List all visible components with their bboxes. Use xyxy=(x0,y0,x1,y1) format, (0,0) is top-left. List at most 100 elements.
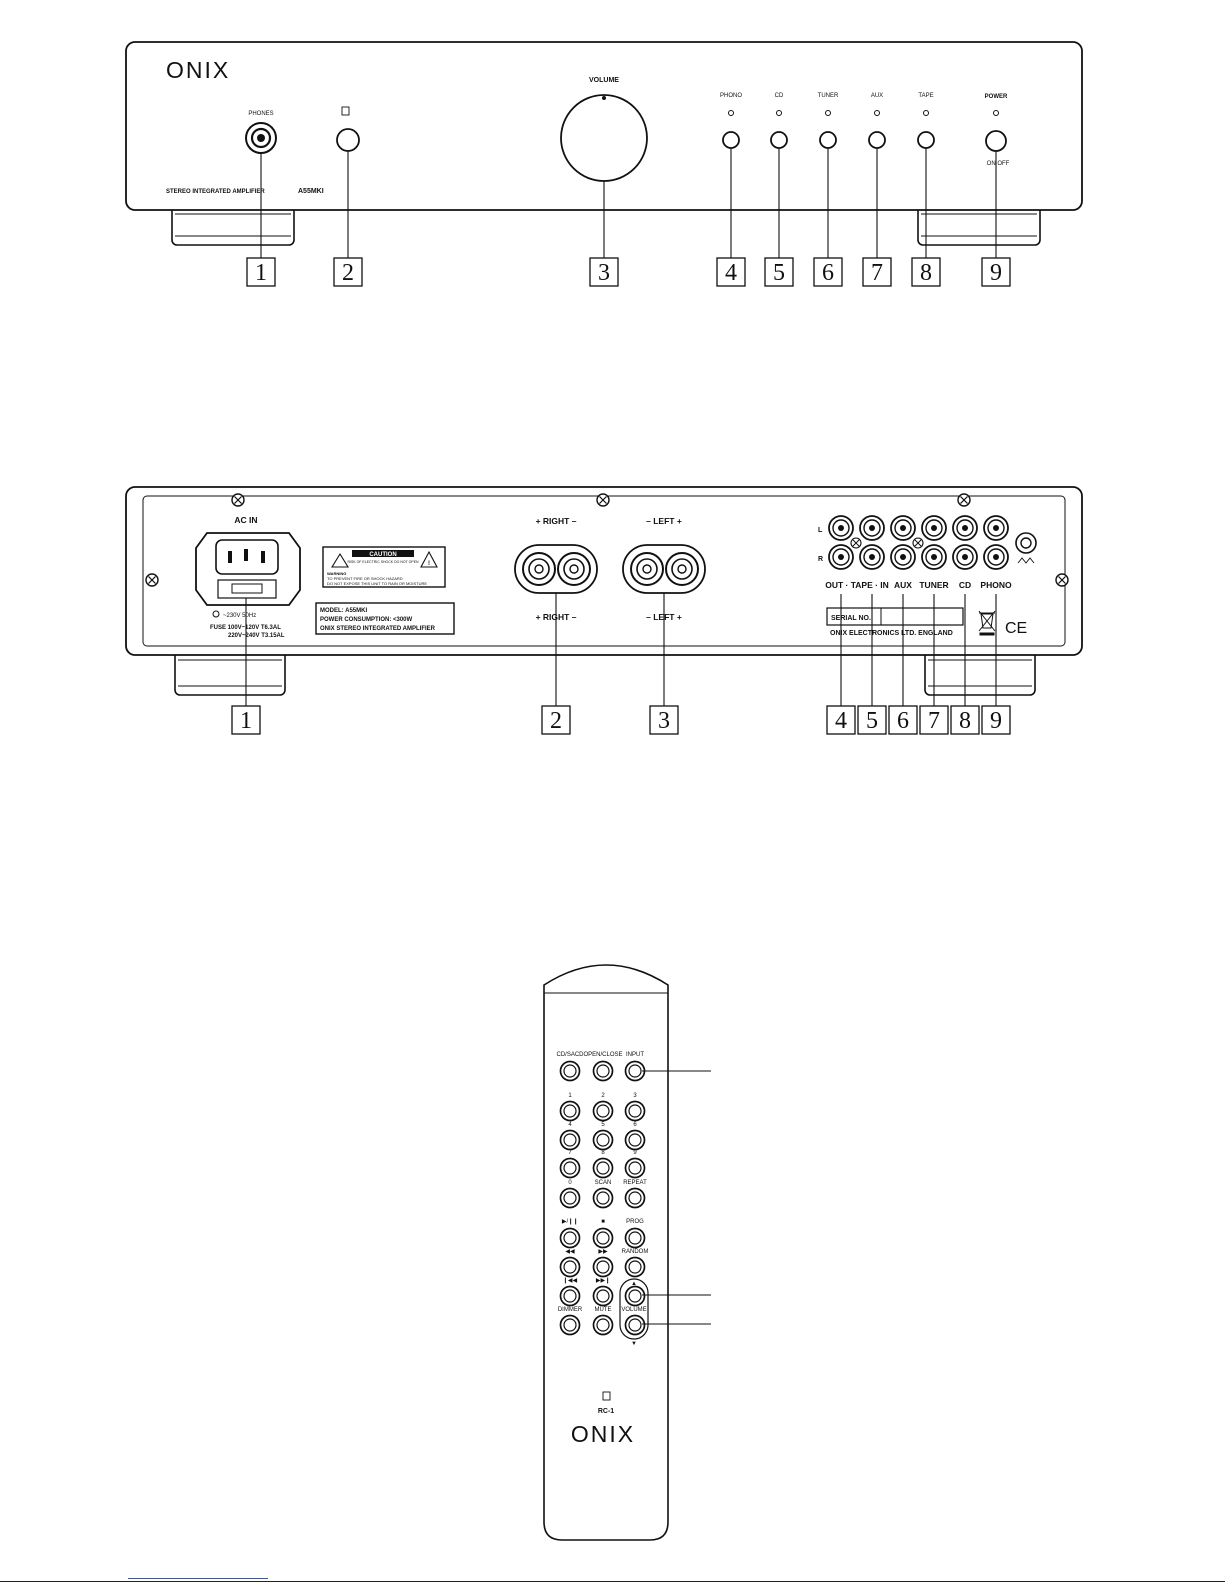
ir-sensor-icon xyxy=(341,106,350,116)
input-led-1 xyxy=(776,110,782,116)
front-callout-1: 1 xyxy=(246,257,276,287)
remote-button-0: CD/SACD xyxy=(556,1052,584,1082)
rear-callout-1: 1 xyxy=(231,705,261,735)
rca-jack-grid xyxy=(828,515,1009,570)
front-callout-3-number: 3 xyxy=(598,260,610,286)
remote-button-label: RANDOM xyxy=(622,1249,649,1255)
input-button-3 xyxy=(868,131,886,149)
lightning-warning-icon xyxy=(331,552,349,568)
serial-box xyxy=(826,607,964,626)
power-state-label: ON OFF xyxy=(987,161,1010,167)
remote-button-21: ❙◀◀ xyxy=(559,1277,581,1307)
remote-button-label: 2 xyxy=(601,1093,605,1099)
warning-line-1: TO PREVENT FIRE OR SHOCK HAZARD xyxy=(327,576,403,581)
input-button-0 xyxy=(722,131,740,149)
remote-button-12: 0 xyxy=(559,1180,581,1209)
remote-button-4: 2 xyxy=(592,1093,614,1122)
maker-line: ONIX ELECTRONICS LTD. ENGLAND xyxy=(830,630,953,637)
rear-input-label-0: OUT · TAPE · IN xyxy=(825,580,889,590)
remote-button-label: 4 xyxy=(568,1122,572,1128)
remote-button-label: REPEAT xyxy=(623,1180,647,1186)
remote-button-label: ▶/❙❙ xyxy=(562,1218,578,1225)
rear-callout-2-number: 2 xyxy=(550,708,562,734)
volume-label: VOLUME xyxy=(589,77,619,84)
input-button-2 xyxy=(819,131,837,149)
remote-button-6: 4 xyxy=(559,1122,581,1151)
page-bottom-rule xyxy=(0,1581,1225,1582)
remote-volume-label: VOLUME xyxy=(621,1307,646,1313)
rear-callout-5: 5 xyxy=(857,705,887,735)
rear-callout-9-number: 9 xyxy=(990,708,1002,734)
voltage-label: ~230V 50Hz xyxy=(223,613,256,619)
rating-product: ONIX STEREO INTEGRATED AMPLIFIER xyxy=(320,626,436,632)
rear-callout-7-number: 7 xyxy=(928,708,940,734)
remote-button-label: 3 xyxy=(633,1093,637,1099)
remote-button-label: DIMMER xyxy=(558,1307,583,1313)
input-led-2 xyxy=(825,110,831,116)
caution-sub: RISK OF ELECTRIC SHOCK DO NOT OPEN xyxy=(347,560,419,564)
remote-button-label: 0 xyxy=(568,1180,572,1186)
front-callout-9-number: 9 xyxy=(990,260,1002,286)
front-callout-3: 3 xyxy=(589,257,619,287)
phones-label: PHONES xyxy=(248,111,273,117)
remote-button-label: CD/SACD xyxy=(556,1052,584,1058)
remote-button-26 xyxy=(624,1314,646,1336)
front-leader-lines xyxy=(260,148,997,258)
rear-callout-4: 4 xyxy=(826,705,856,735)
front-callout-2-number: 2 xyxy=(342,260,354,286)
fuse-line-2: 220V~240V T3.15AL xyxy=(228,633,285,639)
caution-label: ! CAUTION RISK OF ELECTRIC SHOCK DO NOT … xyxy=(322,546,446,588)
volume-knob xyxy=(560,94,648,182)
remote-button-label: 6 xyxy=(633,1122,637,1128)
serial-label: SERIAL NO.: xyxy=(831,615,873,622)
front-brand-logo: ONIX xyxy=(166,57,230,83)
warning-line-2: DO NOT EXPOSE THIS UNIT TO RAIN OR MOIST… xyxy=(327,581,427,586)
front-callout-8: 8 xyxy=(911,257,941,287)
input-label-1: CD xyxy=(775,93,784,99)
rear-screws xyxy=(145,493,1069,587)
remote-button-8: 6 xyxy=(624,1122,646,1151)
rear-callout-9: 9 xyxy=(981,705,1011,735)
remote-button-5: 3 xyxy=(624,1093,646,1122)
front-callout-1-number: 1 xyxy=(255,260,267,286)
channel-l-label: L xyxy=(818,527,823,534)
front-callout-6: 6 xyxy=(813,257,843,287)
exclamation-warning-icon xyxy=(420,550,438,568)
rear-input-label-1: AUX xyxy=(894,580,912,590)
input-led-4 xyxy=(923,110,929,116)
front-callout-7: 7 xyxy=(862,257,892,287)
front-callout-8-number: 8 xyxy=(920,260,932,286)
rear-panel: AC IN ~230V 50Hz FUSE 100V~120V T6.3AL 2… xyxy=(125,486,1083,735)
front-model-line: STEREO INTEGRATED AMPLIFIER xyxy=(166,189,265,195)
power-button xyxy=(985,130,1007,152)
input-button-1 xyxy=(770,131,788,149)
remote-button-16: ■ xyxy=(592,1219,614,1249)
remote-button-label: 5 xyxy=(601,1122,605,1128)
binding-posts xyxy=(522,552,699,586)
remote-button-11: 9 xyxy=(624,1150,646,1179)
svg-text:▼: ▼ xyxy=(631,1341,637,1347)
remote-button-label: ■ xyxy=(601,1219,605,1225)
front-callout-4-number: 4 xyxy=(725,260,737,286)
rear-callout-4-number: 4 xyxy=(835,708,847,734)
remote-button-label: 9 xyxy=(633,1150,637,1156)
ce-mark: CE xyxy=(1005,620,1027,637)
remote-button-14: REPEAT xyxy=(623,1180,647,1209)
rear-leader-lines xyxy=(245,593,997,706)
remote-button-23 xyxy=(624,1285,646,1307)
remote-button-18: ◀◀ xyxy=(559,1249,581,1278)
rear-left-foot xyxy=(174,650,286,696)
rating-model: MODEL: A55MKI xyxy=(320,608,367,614)
footer-link-underline xyxy=(128,1578,268,1579)
rear-callout-7: 7 xyxy=(919,705,949,735)
front-callout-4: 4 xyxy=(716,257,746,287)
remote-button-label: ❙◀◀ xyxy=(563,1277,578,1284)
remote-button-label: OPEN/CLOSE xyxy=(583,1052,622,1058)
remote-button-25: MUTE xyxy=(592,1307,614,1336)
ground-icon xyxy=(1017,557,1035,564)
remote-button-7: 5 xyxy=(592,1122,614,1151)
ac-in-label: AC IN xyxy=(234,515,257,525)
rear-callout-5-number: 5 xyxy=(866,708,878,734)
